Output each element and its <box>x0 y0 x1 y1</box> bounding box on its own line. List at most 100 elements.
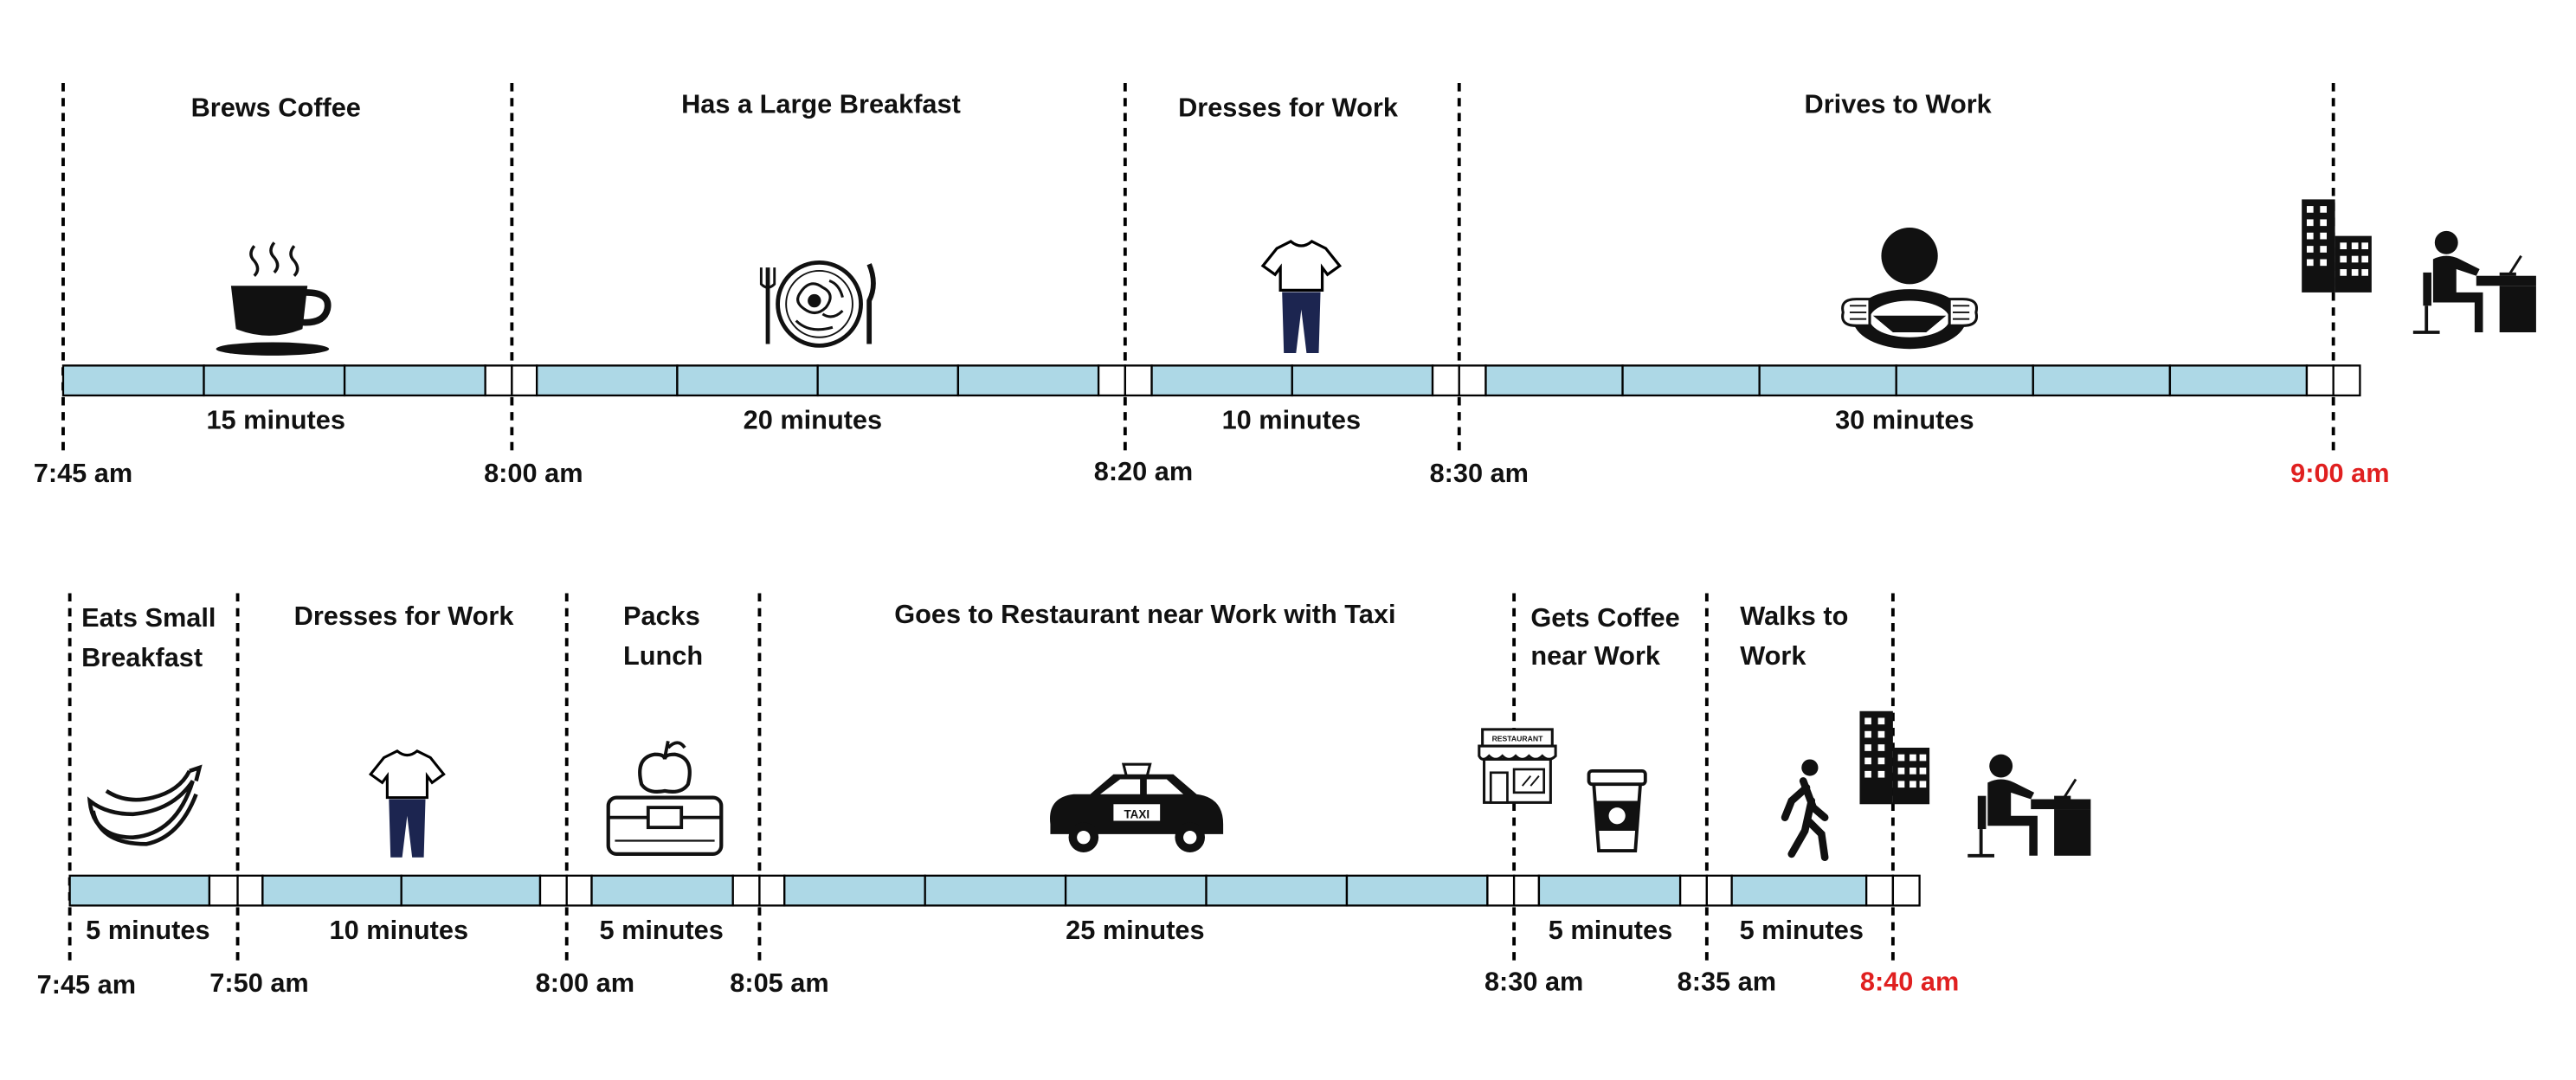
coffee-cup-icon <box>216 241 332 356</box>
activity-label-gets-coffee: Gets Coffee <box>1530 602 1679 633</box>
time-label: 8:30 am <box>1430 458 1529 488</box>
timeline-segment <box>1291 364 1434 397</box>
activity-label-walks-to-work-line2: Work <box>1740 640 1806 671</box>
taxi-sign: TAXI <box>1124 808 1150 821</box>
time-label: 7:45 am <box>34 458 132 488</box>
activity-label-eats-small-breakfast: Eats Small <box>81 602 216 633</box>
office-building-icon <box>1859 710 1930 805</box>
duration-label: 15 minutes <box>206 404 345 434</box>
timeline-segment <box>1758 364 1897 397</box>
timeline-segment <box>1205 874 1349 907</box>
timeline-segment <box>68 874 211 907</box>
timeline-segment <box>2168 364 2309 397</box>
timeline-segment <box>1537 874 1682 907</box>
time-label: 8:20 am <box>1094 456 1193 486</box>
timeline-gap <box>484 364 513 397</box>
driver-steering-wheel-icon <box>1841 228 1979 350</box>
time-label: 8:00 am <box>536 968 634 998</box>
restaurant-storefront-icon: RESTAURANT <box>1478 728 1557 804</box>
timeline-segment <box>1064 874 1208 907</box>
timeline-segment <box>590 874 734 907</box>
clothes-icon <box>369 749 446 859</box>
activity-label-large-breakfast: Has a Large Breakfast <box>681 89 961 119</box>
timeline-gap <box>236 874 264 907</box>
time-label: 8:35 am <box>1678 966 1776 996</box>
activity-label-dresses-for-work: Dresses for Work <box>1178 92 1399 122</box>
timeline-gap <box>731 874 761 907</box>
arrival-time-label: 8:40 am <box>1860 966 1959 996</box>
time-label: 8:30 am <box>1484 966 1583 996</box>
activity-label-dresses-for-work: Dresses for Work <box>294 601 515 631</box>
timeline-gap <box>1458 364 1487 397</box>
clothes-icon <box>1261 240 1342 355</box>
time-label: 7:45 am <box>37 969 136 1000</box>
timeline-bars <box>61 364 2361 907</box>
timeline-gap <box>1431 364 1460 397</box>
timeline-segment <box>816 364 960 397</box>
timeline-segment <box>400 874 542 907</box>
restaurant-sign: RESTAURANT <box>1492 734 1544 742</box>
timeline-gap <box>1865 874 1895 907</box>
timeline-segment <box>1730 874 1868 907</box>
timeline-gap <box>208 874 239 907</box>
activity-label-packs-lunch: Packs <box>623 601 700 631</box>
time-label: 8:05 am <box>730 968 828 998</box>
timeline-gap <box>2332 364 2361 397</box>
lunchbox-apple-icon <box>606 740 724 856</box>
timeline-gap <box>1124 364 1153 397</box>
time-label: 8:00 am <box>484 458 583 488</box>
timeline-gap <box>538 874 568 907</box>
timeline-gap <box>2305 364 2334 397</box>
duration-label: 5 minutes <box>86 915 209 945</box>
timeline-segment <box>1345 874 1489 907</box>
duration-label: 10 minutes <box>1222 404 1361 434</box>
timeline-gap <box>1097 364 1126 397</box>
activity-label-packs-lunch-line2: Lunch <box>623 640 703 671</box>
timeline-segment <box>924 874 1067 907</box>
timeline-segment <box>61 364 205 397</box>
activity-label-walks-to-work: Walks to <box>1740 601 1848 631</box>
walking-person-icon <box>1781 759 1829 862</box>
timeline-gap <box>1678 874 1708 907</box>
timeline-segment <box>956 364 1100 397</box>
duration-label: 25 minutes <box>1066 915 1204 945</box>
activity-label-drives-to-work: Drives to Work <box>1805 89 1993 119</box>
timeline-segment <box>1150 364 1293 397</box>
duration-label: 5 minutes <box>599 915 723 945</box>
office-building-icon <box>2302 199 2372 292</box>
timeline-segment <box>536 364 679 397</box>
duration-label: 5 minutes <box>1549 915 1672 945</box>
bananas-icon <box>87 764 203 846</box>
breakfast-plate-icon <box>759 260 876 348</box>
duration-label: 30 minutes <box>1835 404 1974 434</box>
activity-label-eats-small-breakfast-line2: Breakfast <box>81 642 203 672</box>
activity-label-goes-to-restaurant: Goes to Restaurant near Work with Taxi <box>894 599 1395 629</box>
timeline-gap <box>565 874 593 907</box>
timeline-segment <box>1895 364 2034 397</box>
coffee-to-go-icon <box>1587 768 1647 852</box>
activity-label-brews-coffee: Brews Coffee <box>191 92 361 122</box>
timeline-segment <box>261 874 402 907</box>
activity-label-gets-coffee-line2: near Work <box>1530 640 1661 671</box>
timeline-segment <box>203 364 346 397</box>
person-at-desk-icon <box>2411 228 2538 334</box>
timeline-gap <box>1486 874 1516 907</box>
timeline-gap <box>511 364 538 397</box>
time-label: 7:50 am <box>209 968 308 998</box>
duration-label: 20 minutes <box>744 404 882 434</box>
duration-label: 5 minutes <box>1740 915 1864 945</box>
duration-label: 10 minutes <box>330 915 468 945</box>
timeline-segment <box>343 364 486 397</box>
timeline-segment <box>783 874 926 907</box>
timeline-gap <box>1512 874 1541 907</box>
timeline-gap <box>758 874 786 907</box>
person-at-desk-icon <box>1966 752 2093 858</box>
timeline-segment <box>1621 364 1761 397</box>
timeline-segment <box>1484 364 1624 397</box>
arrival-time-label: 9:00 am <box>2290 458 2389 488</box>
timeline-gap <box>1705 874 1733 907</box>
taxi-icon: TAXI <box>1050 762 1224 852</box>
timeline-segment <box>2032 364 2172 397</box>
timeline-segment <box>676 364 819 397</box>
